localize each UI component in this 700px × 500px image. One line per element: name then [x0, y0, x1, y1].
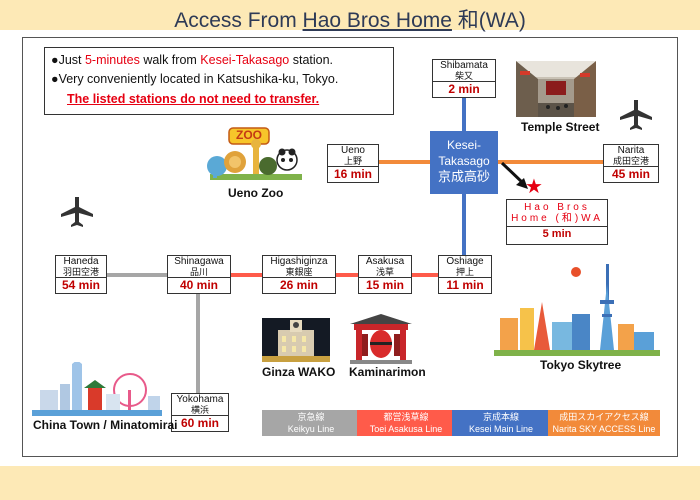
page-title: Access From Hao Bros Home 和(WA) [0, 4, 700, 34]
kesei-line-vertical-top [462, 90, 466, 132]
legend-keikyu: 京急線 Keikyu Line [262, 410, 360, 436]
caption-china-town: China Town / Minatomirai [33, 418, 178, 432]
kesei-line-vertical-bottom [462, 194, 466, 256]
station-haneda[interactable]: Haneda 羽田空港 54 min [55, 255, 107, 294]
tokyo-skytree-image [494, 264, 660, 356]
station-yokohama[interactable]: Yokohama 横浜 60 min [171, 393, 229, 432]
header-band [0, 0, 700, 30]
station-shibamata[interactable]: Shibamata 柴又 2 min [432, 59, 496, 98]
info-line-3: The listed stations do not need to trans… [67, 92, 320, 106]
legend-narita-sky-access: 成田スカイアクセス線 Narita SKY ACCESS Line [548, 410, 660, 436]
station-shinagawa[interactable]: Shinagawa 品川 40 min [167, 255, 231, 294]
caption-kaminarimon: Kaminarimon [349, 365, 426, 379]
info-line-2: ●Very conveniently located in Katsushika… [51, 72, 339, 86]
station-asakusa[interactable]: Asakusa 浅草 15 min [358, 255, 412, 294]
caption-temple-street: Temple Street [521, 120, 600, 134]
legend-toei-asakusa: 都営浅草線 Toei Asakusa Line [357, 410, 455, 436]
station-narita[interactable]: Narita 成田空港 45 min [603, 144, 659, 183]
temple-street-image [516, 61, 596, 117]
info-box: ●Just 5-minutes walk from Kesei-Takasago… [44, 47, 394, 115]
narita-line-left [375, 160, 431, 164]
narita-line-right [498, 160, 606, 164]
title-suffix: 和(WA) [451, 9, 526, 32]
airplane-icon [620, 100, 652, 130]
station-higashiginza[interactable]: Higashiginza 東銀座 26 min [262, 255, 336, 294]
station-oshiage[interactable]: Oshiage 押上 11 min [438, 255, 492, 294]
ueno-zoo-image [207, 127, 302, 180]
title-underlined: Hao Bros Home [302, 9, 452, 32]
airplane-icon [61, 197, 93, 227]
zoo-sign-text: ZOO [236, 128, 262, 142]
keikyu-line-vertical [196, 277, 200, 395]
caption-ueno-zoo: Ueno Zoo [228, 186, 284, 200]
ginza-wako-image [262, 318, 330, 362]
star-icon: ★ [525, 174, 543, 198]
info-line-1: ●Just 5-minutes walk from Kesei-Takasago… [51, 53, 334, 67]
footer-band [0, 466, 700, 500]
caption-tokyo-skytree: Tokyo Skytree [540, 358, 622, 372]
station-ueno[interactable]: Ueno 上野 16 min [327, 144, 379, 183]
hub-kesei-takasago[interactable]: Kesei- Takasago 京成高砂 [430, 131, 498, 194]
china-town-image [32, 362, 162, 416]
arrow-icon [500, 161, 528, 189]
kaminarimon-image [350, 314, 412, 364]
caption-ginza-wako: Ginza WAKO [262, 365, 336, 379]
keikyu-line-horizontal [80, 273, 200, 277]
title-prefix: Access From [174, 9, 303, 32]
legend-kesei-main: 京成本線 Kesei Main Line [452, 410, 550, 436]
